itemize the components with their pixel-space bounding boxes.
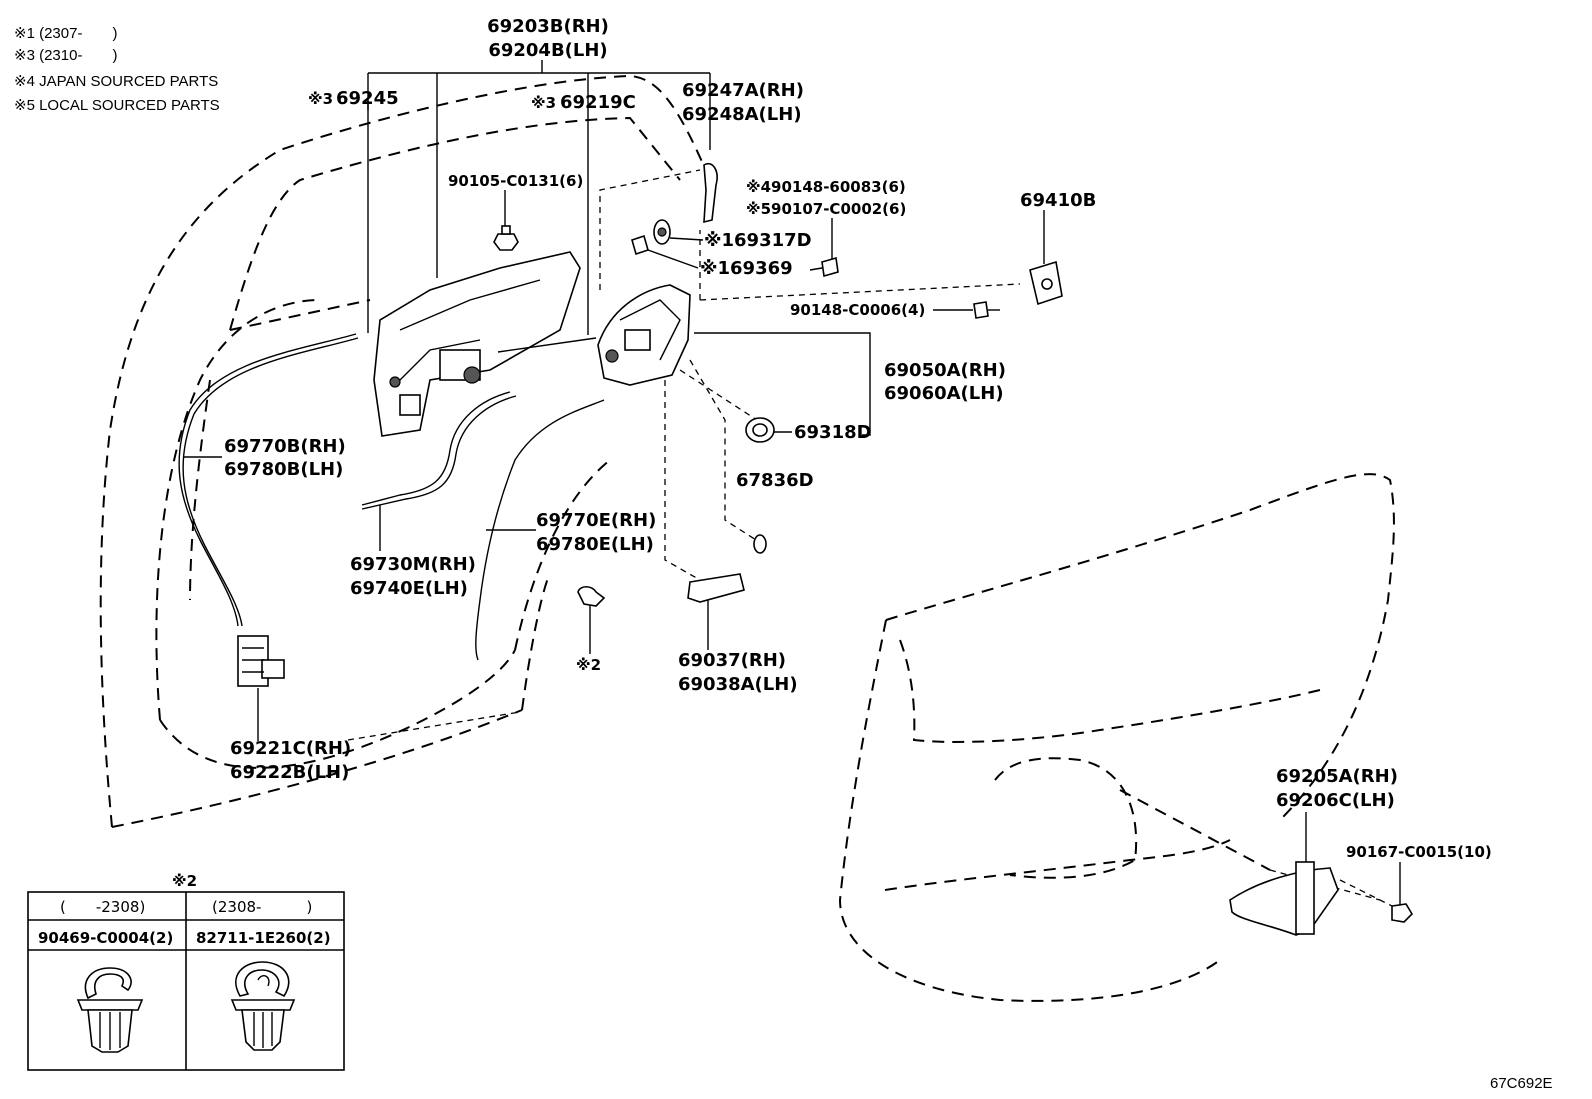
note-4: ※4 JAPAN SOURCED PARTS [14,73,218,90]
inner-handle-69205A [1229,861,1339,936]
plug-67836D [753,534,767,554]
label-69245: 69245 [336,88,399,109]
label-69222B: 69222B(LH) [230,762,349,783]
label-69204B: 69204B(LH) [488,40,607,61]
grommet-69318D [745,417,775,443]
label-69219C: 69219C [560,92,636,113]
note-3: ※3 (2310- ) [14,47,117,64]
cables [178,333,605,661]
label-69037: 69037(RH) [678,650,786,671]
inside-handle-frame [373,251,581,437]
label-69248A: 69248A(LH) [682,104,802,125]
label-69206C: 69206C(LH) [1276,790,1395,811]
label-67836D: 67836D [736,470,814,491]
inset-title: ※2 [172,872,197,890]
screw-90148-60083 [809,256,839,278]
label-69060A: 69060A(LH) [884,383,1004,404]
handle-lever [703,163,718,224]
screw-90148-C0006 [973,301,1000,319]
inset-col1-part: 90469-C0004(2) [38,929,173,947]
cover-69037 [687,573,745,603]
leader-lines [183,60,1401,905]
diagram-code: 67C692E [1490,1075,1553,1092]
label-69221C: 69221C(RH) [230,738,351,759]
switch-69221C [237,635,285,687]
bolt-90105 [493,225,519,251]
clip-69369 [631,234,649,256]
mark-69245: ※3 [308,90,333,108]
notes-block: ※1 (2307- ) ※3 (2310- ) ※4 JAPAN SOURCED… [14,25,220,114]
label-90107: ※590107-C0002(6) [746,200,906,218]
clip-90469-drawing [76,967,144,1053]
inset-col2-part: 82711-1E260(2) [196,929,331,947]
label-90105: 90105-C0131(6) [448,172,583,190]
door-lock-assembly [597,284,691,386]
label-69780E: 69780E(LH) [536,534,654,555]
label-90148-C0006: 90148-C0006(4) [790,301,925,319]
mark-69219C: ※3 [531,94,556,112]
striker-69410B [1029,260,1063,306]
label-69770E: 69770E(RH) [536,510,656,531]
inset-table: ※2 ( -2308) (2308- ) 90469-C0004(2) 8271… [27,872,345,1071]
label-69247A: 69247A(RH) [682,80,804,101]
label-69038A: 69038A(LH) [678,674,798,695]
inset-col2-range: (2308- ) [212,898,312,916]
label-69770B: 69770B(RH) [224,436,346,457]
label-69317D: ※169317D [704,230,812,251]
note-5: ※5 LOCAL SOURCED PARTS [14,97,220,114]
label-mark2: ※2 [576,656,601,674]
bolt-90167 [1391,903,1414,923]
label-69780B: 69780B(LH) [224,459,343,480]
label-69740E: 69740E(LH) [350,578,468,599]
clip-69317D [653,219,671,245]
inset-col1-range: ( -2308) [60,898,145,916]
label-69203B: 69203B(RH) [487,16,609,37]
label-90167: 90167-C0015(10) [1346,843,1492,861]
note-1: ※1 (2307- ) [14,25,117,42]
trim-panel-outline [838,473,1395,1002]
label-69730M: 69730M(RH) [350,554,476,575]
label-69050A: 69050A(RH) [884,360,1006,381]
label-69410B: 69410B [1020,190,1096,211]
door-outline [99,74,711,828]
label-69205A: 69205A(RH) [1276,766,1398,787]
clip-mark2 [577,585,606,607]
label-90148-60083: ※490148-60083(6) [746,178,906,196]
clip-82711-drawing [230,961,296,1051]
part-labels: 69203B(RH) 69204B(LH) ※3 69245 ※3 69219C… [224,16,1492,861]
label-69318D: 69318D [794,422,872,443]
label-69369: ※169369 [700,258,793,279]
